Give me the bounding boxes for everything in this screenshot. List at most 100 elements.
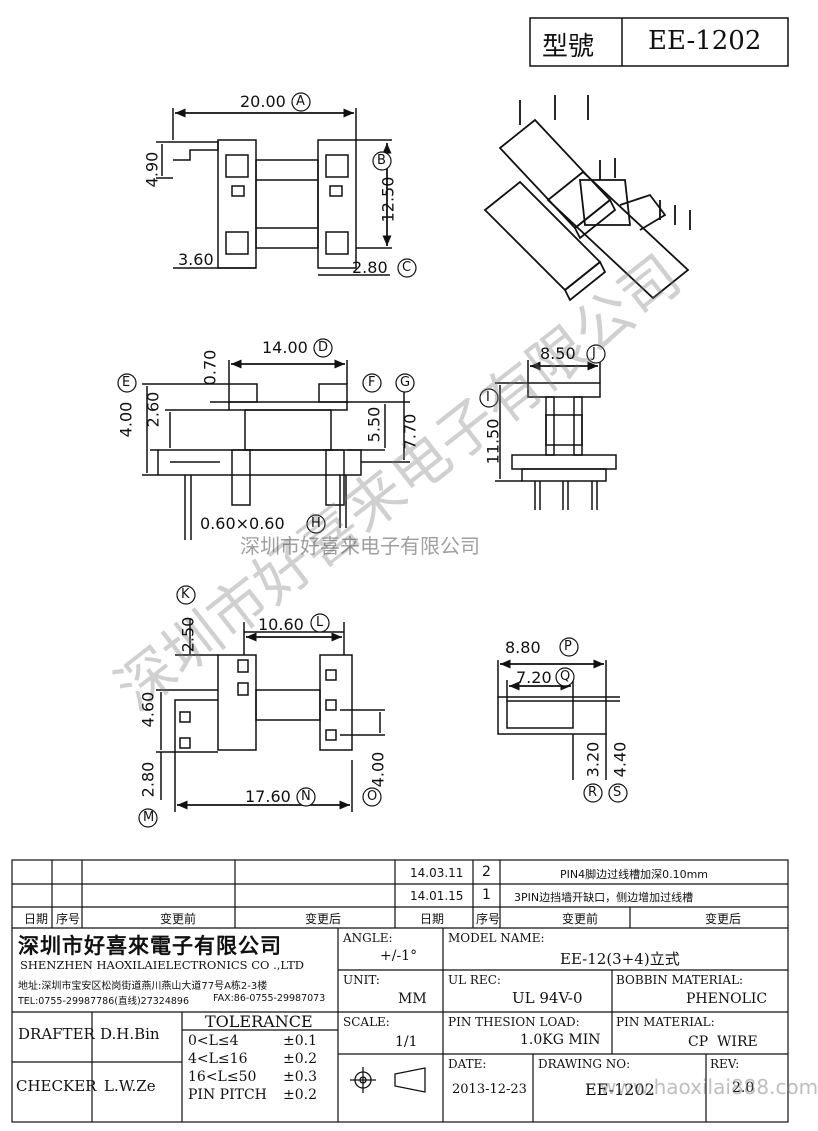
unit-value: MM [398, 991, 427, 1007]
rev-label: REV: [710, 1057, 740, 1071]
scale-value: 1/1 [395, 1034, 418, 1050]
drawing-no-label: DRAWING NO: [538, 1057, 631, 1071]
marker-h: H [311, 516, 321, 531]
model-name-label: MODEL NAME: [448, 931, 545, 945]
company-name-en: SHENZHEN HAOXILAIELECTRONICS CO .,LTD [20, 958, 304, 972]
marker-g: G [400, 375, 411, 390]
marker-i: I [486, 390, 490, 405]
tol-value-1: ±0.1 [283, 1033, 317, 1049]
marker-n: N [301, 789, 311, 804]
tol-range-2: 4<L≤16 [188, 1051, 248, 1067]
marker-q: Q [560, 669, 571, 684]
watermark-url: www.haoxilai888.com [600, 1075, 818, 1099]
angle-label: ANGLE: [343, 931, 393, 945]
watermark-small: 深圳市好喜来电子有限公司 [240, 534, 480, 558]
ul-value: UL 94V-0 [512, 989, 583, 1007]
front-view [142, 359, 410, 540]
dim-p: 8.80 [505, 638, 541, 657]
dim-m2: 2.80 [138, 761, 158, 798]
rev-header-before: 变更前 [160, 912, 197, 926]
dim-l: 10.60 [258, 615, 304, 634]
dim-f2: 2.60 [143, 391, 163, 428]
marker-b: B [377, 153, 386, 168]
dim-d: 14.00 [262, 338, 308, 357]
dim-m1: 4.60 [138, 691, 158, 728]
rev-header-date-2: 日期 [420, 912, 445, 926]
rev-value: 2.0 [732, 1080, 755, 1096]
marker-o: O [367, 789, 378, 804]
unit-label: UNIT: [343, 973, 380, 987]
date-value: 2013-12-23 [452, 1082, 527, 1097]
rev-header-after-2: 变更后 [705, 912, 742, 926]
rev-row-1-no: 1 [482, 887, 491, 903]
tol-range-1: 0<L≤4 [188, 1033, 239, 1049]
tol-value-2: ±0.2 [283, 1051, 317, 1067]
model-number: EE-1202 [648, 26, 762, 56]
company-address: 地址:深圳市宝安区松岗街道燕川燕山大道77号A栋2-3楼 [18, 981, 268, 992]
marker-d: D [318, 340, 329, 355]
rev-row-2-no: 2 [482, 864, 491, 880]
model-name-value: EE-12(3+4)立式 [560, 950, 680, 968]
tol-range-4: PIN PITCH [188, 1087, 267, 1103]
dim-c: 2.80 [352, 258, 388, 277]
pin-load-value: 1.0KG MIN [520, 1032, 601, 1048]
marker-f: F [368, 375, 376, 390]
tol-value-3: ±0.3 [283, 1069, 317, 1085]
pin-material-value: CP WIRE [688, 1034, 758, 1050]
marker-e: E [122, 375, 131, 390]
dim-k: 2.50 [178, 616, 198, 653]
dim-g1: 0.70 [200, 349, 220, 386]
angle-value: +/-1° [380, 948, 418, 964]
dim-i: 11.50 [483, 418, 503, 465]
dim-b: 12.50 [378, 176, 398, 223]
dim-h1: 5.50 [364, 406, 384, 443]
bobbin-material-label: BOBBIN MATERIAL: [616, 973, 744, 987]
company-tel: TEL:0755-29987786(直线)27324896 [18, 996, 190, 1007]
dim-t2: 3.60 [178, 250, 214, 269]
pin-load-label: PIN THESION LOAD: [448, 1015, 580, 1029]
checker-value: L.W.Ze [104, 1077, 156, 1095]
dim-o: 4.00 [368, 751, 388, 788]
rev-header-after: 变更后 [305, 912, 342, 926]
rev-header-date: 日期 [24, 912, 49, 926]
model-label: 型號 [542, 32, 595, 62]
rev-row-1-desc: 3PIN边挡墙开缺口，侧边增加过线槽 [514, 891, 694, 904]
marker-j: J [592, 346, 596, 361]
bottom-view [156, 618, 385, 812]
company-fax: FAX:86-0755-29987073 [213, 993, 326, 1004]
section-view [497, 659, 620, 780]
marker-a: A [296, 94, 305, 109]
company-name-cn: 深圳市好喜來電子有限公司 [18, 933, 282, 958]
dim-t1: 4.90 [142, 151, 162, 188]
rev-header-before-2: 变更前 [562, 912, 599, 926]
dim-s: 4.40 [610, 741, 630, 778]
dim-r: 3.20 [583, 741, 603, 778]
pin-material-label: PIN MATERIAL: [616, 1015, 715, 1029]
date-label: DATE: [448, 1057, 487, 1071]
rev-header-no: 序号 [56, 912, 81, 926]
dim-q: 7.20 [516, 668, 552, 687]
model-header-box [529, 17, 789, 67]
rev-row-2-date: 14.03.11 [410, 866, 464, 880]
top-view [156, 108, 392, 276]
dim-h2: 7.70 [400, 413, 420, 450]
dim-n: 17.60 [245, 787, 291, 806]
drawing-no-value: EE-1202 [585, 1080, 655, 1099]
rev-row-1-date: 14.01.15 [410, 889, 464, 903]
drafter-value: D.H.Bin [100, 1025, 160, 1043]
projection-symbol [350, 1067, 426, 1093]
drafter-label: DRAFTER [18, 1025, 95, 1043]
dim-e: 4.00 [116, 401, 136, 438]
marker-r: R [588, 785, 598, 800]
bobbin-material-value: PHENOLIC [686, 991, 768, 1007]
rev-row-2-desc: PIN4脚边过线槽加深0.10mm [560, 868, 709, 881]
perspective-view [483, 95, 691, 302]
marker-k: K [181, 587, 190, 602]
dim-pin: 0.60×0.60 [200, 514, 285, 533]
tol-range-3: 16<L≤50 [188, 1069, 257, 1085]
drawing-linework [11, 17, 789, 1123]
ul-label: UL REC: [448, 973, 501, 987]
side-view [495, 360, 617, 510]
titleblock-grid [11, 859, 789, 1123]
marker-circles [117, 92, 628, 828]
